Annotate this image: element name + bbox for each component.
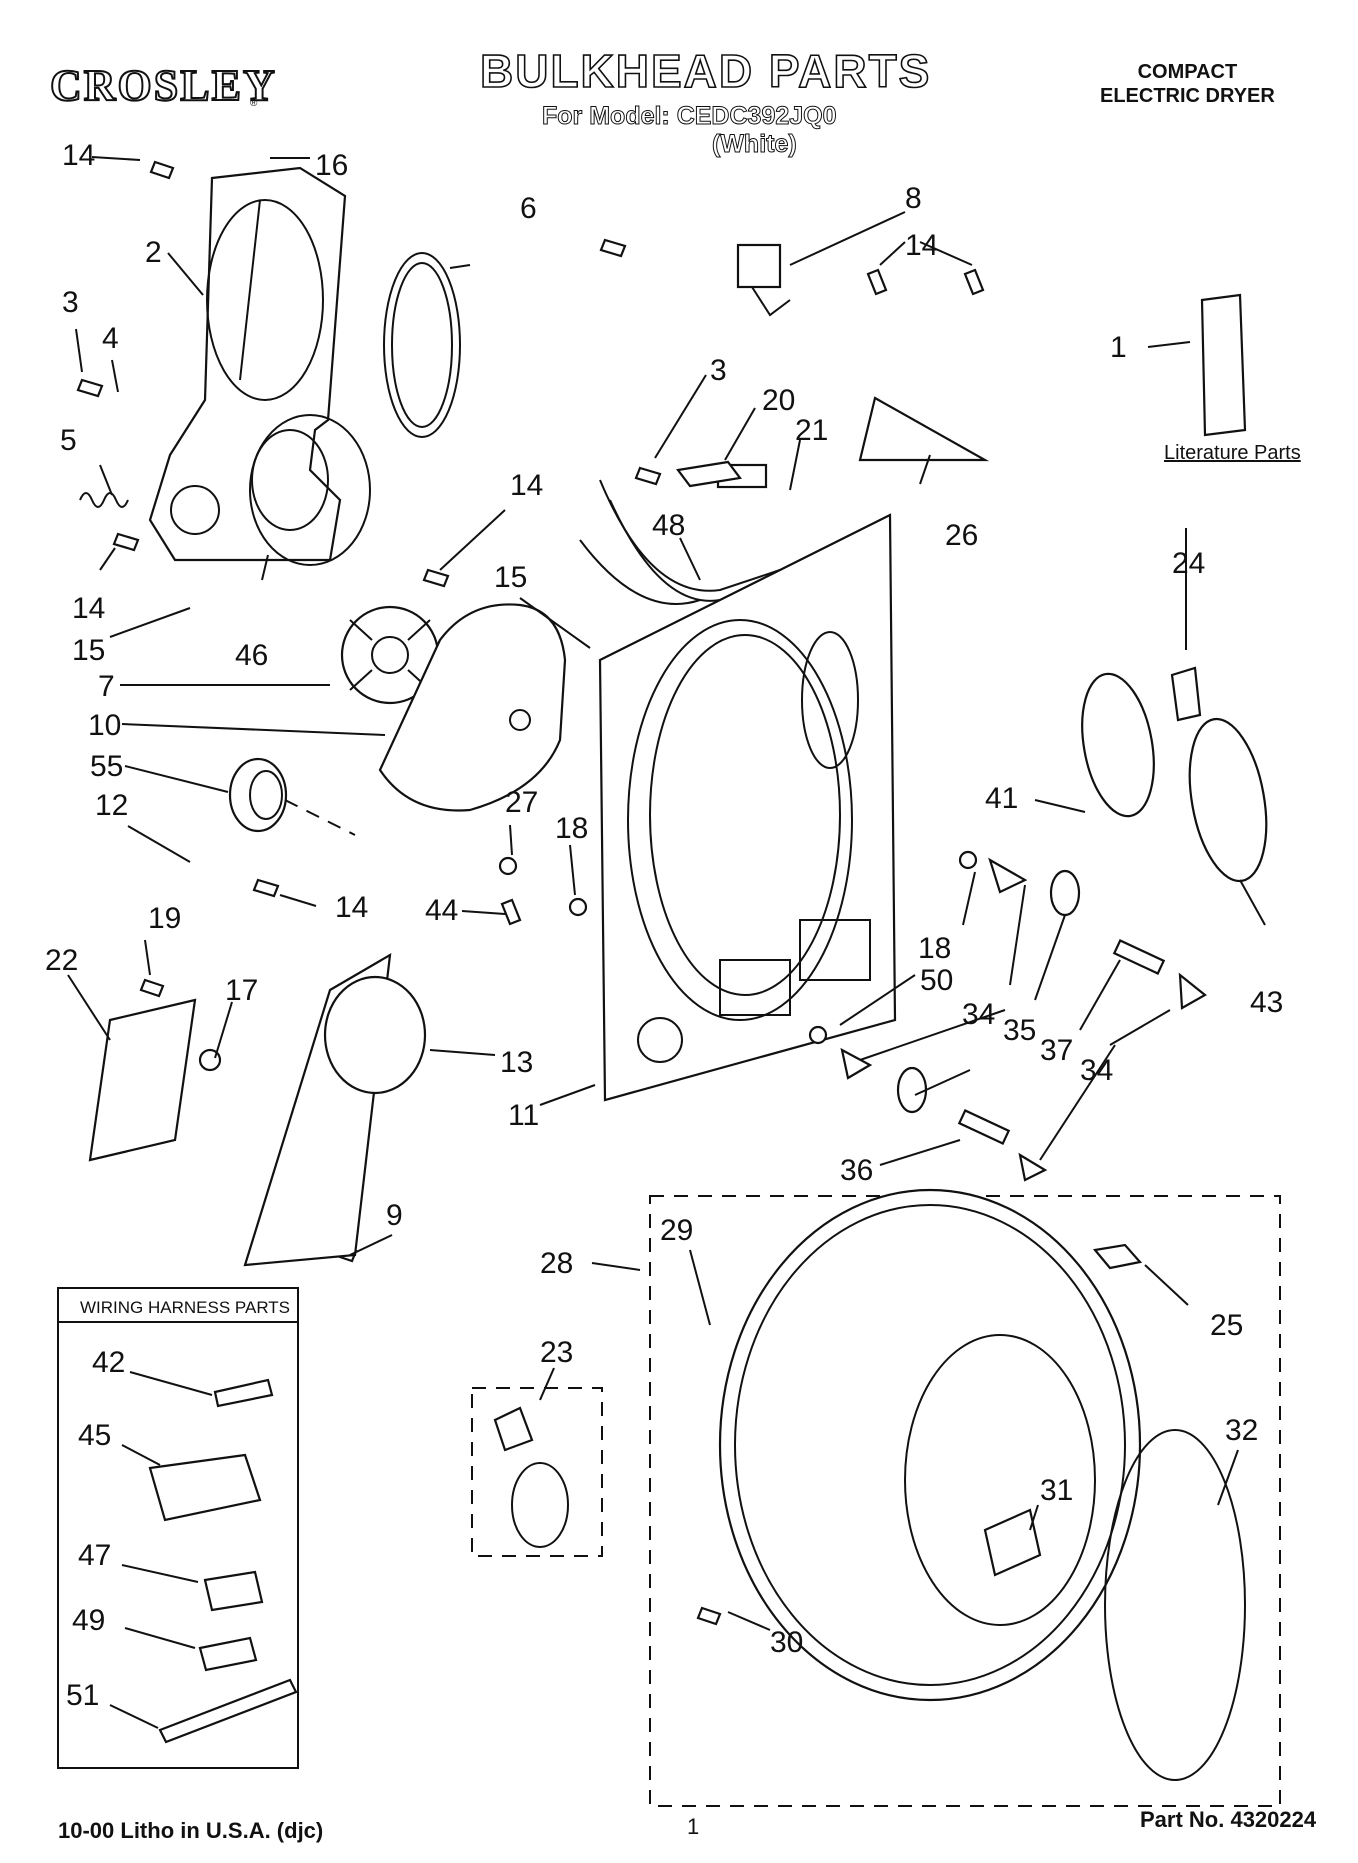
registered-mark: ® (250, 98, 258, 109)
callout-16: 16 (315, 149, 348, 182)
callouts: 14 16 2 6 3 4 5 14 15 46 7 10 55 12 14 8… (45, 139, 1283, 1712)
callout-51: 51 (66, 1679, 99, 1712)
heater-part (88, 998, 222, 1162)
duct-seal-part (249, 414, 371, 566)
callout-3: 3 (62, 286, 79, 319)
kit-parts (493, 1406, 569, 1548)
brand-logo: CROSLEY (49, 60, 277, 111)
footer-litho: 10-00 Litho in U.S.A. (djc) (58, 1818, 324, 1843)
wire-harness-part (579, 460, 781, 605)
callout-12: 12 (95, 789, 128, 822)
drum-belt-part (383, 252, 461, 438)
thermal-fuse-part (736, 243, 791, 317)
callout-55: 55 (90, 750, 123, 783)
callout-22: 22 (45, 944, 78, 977)
callout-44: 44 (425, 894, 458, 927)
callout-7: 7 (98, 670, 115, 703)
callout-46: 46 (235, 639, 268, 672)
exhaust-duct-part (243, 952, 427, 1267)
callout-48: 48 (652, 509, 685, 542)
callout-14: 14 (62, 139, 95, 172)
callout-11: 11 (508, 1099, 539, 1132)
model-line: For Model: CEDC392JQ0 (542, 102, 838, 131)
callout-6: 6 (520, 192, 537, 225)
product-type: COMPACT ELECTRIC DRYER (1100, 60, 1275, 108)
callout-50: 50 (920, 964, 953, 997)
leader-lines (67, 156, 1266, 1729)
callout-18: 18 (555, 812, 588, 845)
front-bulkhead-part (598, 513, 897, 1102)
blower-wheel-part (340, 605, 440, 705)
roller-parts (498, 850, 1207, 1182)
rear-bulkhead-part (148, 166, 347, 562)
callout-18: 18 (918, 932, 951, 965)
callout-25: 25 (1210, 1309, 1243, 1342)
spring-part (79, 492, 129, 508)
footer-page-number: 1 (687, 1814, 700, 1839)
callout-14: 14 (335, 891, 368, 924)
literature-parts-label: Literature Parts (1164, 442, 1301, 464)
footer-part-number: Part No. 4320224 (1140, 1807, 1317, 1832)
callout-49: 49 (72, 1604, 105, 1637)
callout-20: 20 (762, 384, 795, 417)
callout-15: 15 (72, 634, 105, 667)
wiring-harness-parts (148, 1378, 298, 1744)
callout-34: 34 (1080, 1054, 1113, 1087)
callout-35: 35 (1003, 1014, 1036, 1047)
lint-screen-parts (1081, 666, 1268, 883)
page-title: BULKHEAD PARTS (479, 44, 932, 98)
callout-8: 8 (905, 182, 922, 215)
callout-24: 24 (1172, 547, 1205, 580)
callout-19: 19 (148, 902, 181, 935)
callout-29: 29 (660, 1214, 693, 1247)
bracket-part (858, 396, 990, 462)
callout-43: 43 (1250, 986, 1283, 1019)
callout-3: 3 (710, 354, 727, 387)
callout-37: 37 (1040, 1034, 1073, 1067)
callout-47: 47 (78, 1539, 111, 1572)
callout-14: 14 (905, 229, 938, 262)
wiring-harness-title: WIRING HARNESS PARTS (80, 1298, 291, 1317)
callout-23: 23 (540, 1336, 573, 1369)
callout-32: 32 (1225, 1414, 1258, 1447)
callout-41: 41 (985, 782, 1018, 815)
callout-9: 9 (386, 1199, 403, 1232)
callout-10: 10 (88, 709, 121, 742)
color-note: (White) (712, 130, 798, 159)
bearing-part (228, 757, 356, 836)
callout-4: 4 (102, 322, 119, 355)
callout-5: 5 (60, 424, 77, 457)
callout-17: 17 (225, 974, 258, 1007)
callout-21: 21 (795, 414, 828, 447)
product-type-line2: ELECTRIC DRYER (1100, 85, 1275, 107)
callout-26: 26 (945, 519, 978, 552)
parts-kit-box (471, 1387, 603, 1557)
product-type-line1: COMPACT (1137, 61, 1238, 83)
callout-28: 28 (540, 1247, 573, 1280)
callout-27: 27 (505, 786, 538, 819)
callout-2: 2 (145, 236, 162, 269)
wiring-harness-box (57, 1287, 299, 1769)
callout-14: 14 (510, 469, 543, 502)
literature-part (1200, 293, 1247, 437)
callout-13: 13 (500, 1046, 533, 1079)
drum-part (718, 1188, 1246, 1781)
blower-housing-part (378, 603, 567, 812)
callout-1: 1 (1110, 331, 1127, 364)
callout-42: 42 (92, 1346, 125, 1379)
callout-31: 31 (1040, 1474, 1073, 1507)
callout-30: 30 (770, 1626, 803, 1659)
callout-34: 34 (962, 998, 995, 1031)
callout-14: 14 (72, 592, 105, 625)
callout-45: 45 (78, 1419, 111, 1452)
callout-36: 36 (840, 1154, 873, 1187)
callout-15: 15 (494, 561, 527, 594)
